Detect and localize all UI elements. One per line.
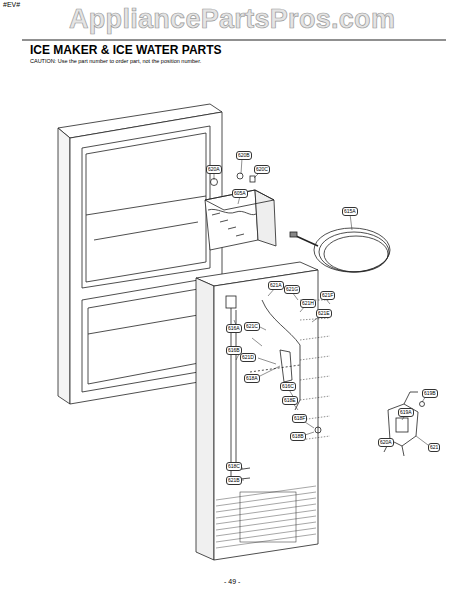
callout-number: 616A (226, 324, 242, 333)
callout-number: 620A (378, 438, 394, 447)
callout-number: 620B (236, 151, 252, 160)
callout-number: 621B (226, 476, 242, 485)
callout-number: 621A (268, 281, 284, 290)
caution-note: CAUTION: Use the part number to order pa… (30, 58, 201, 64)
callout-number: 621F (320, 291, 335, 300)
callout-number: 620C (254, 165, 270, 174)
callout-number: 616C (280, 382, 296, 391)
callout-number: 621H (300, 299, 316, 308)
page-number: - 49 - (224, 578, 240, 585)
diagram-title: ICE MAKER & ICE WATER PARTS (30, 43, 222, 57)
page-code: #EV# (3, 1, 20, 8)
callout-number: 621 (428, 443, 440, 452)
callout-number: 618E (282, 396, 298, 405)
callout-number: 621G (284, 285, 300, 294)
callout-number: 618C (226, 462, 242, 471)
callout-number: 619A (398, 408, 414, 417)
callout-number: 620A (206, 165, 222, 174)
watermark: AppliancePartsPros.com (69, 4, 395, 35)
callout-number: 615A (342, 207, 358, 216)
callout-number: 619B (422, 389, 438, 398)
callout-number: 618B (290, 432, 306, 441)
callout-number: 618A (244, 374, 260, 383)
callout-number: 621D (240, 353, 256, 362)
callout-number: 605A (232, 189, 248, 198)
callout-number: 621C (244, 322, 260, 331)
callout-number: 621E (316, 309, 332, 318)
callout-number: 618F (292, 414, 307, 423)
callout-number: 616B (226, 346, 242, 355)
